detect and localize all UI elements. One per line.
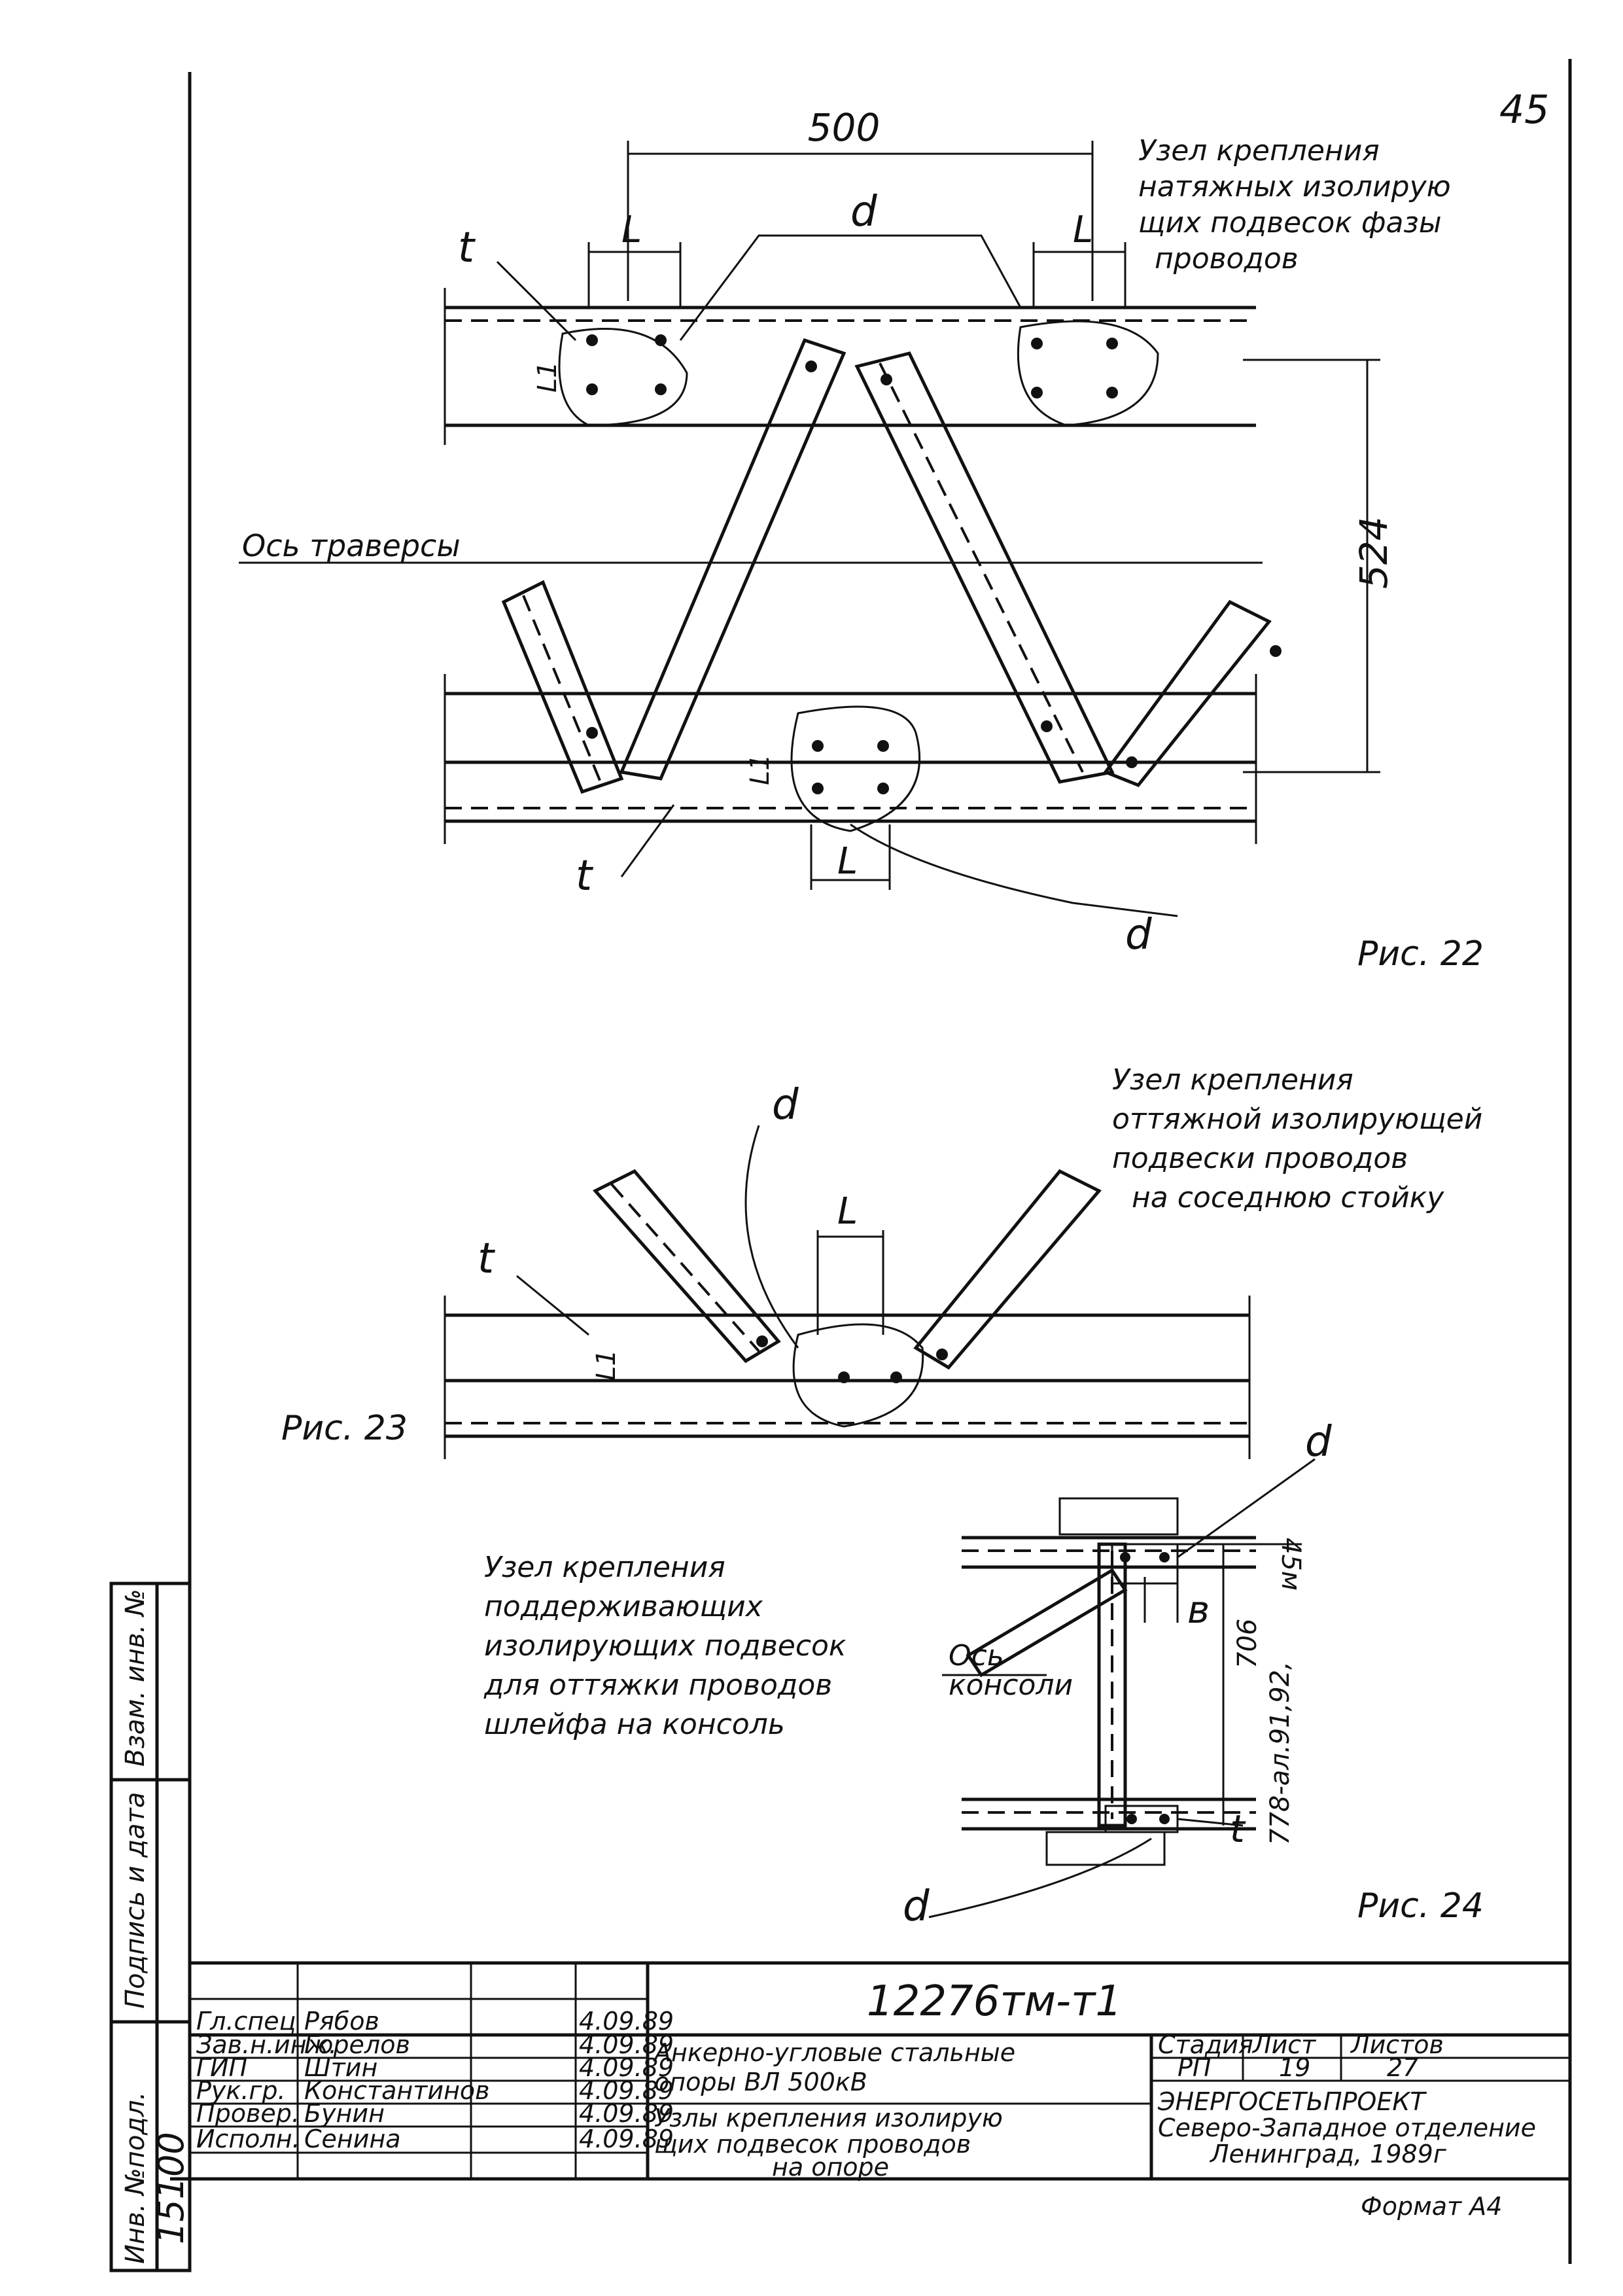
fig24-note-line-5: шлейфа на консоль (484, 1708, 785, 1741)
fig24-dim-706: 706 (1232, 1619, 1263, 1669)
row-date: 4.09.89 (579, 2030, 674, 2059)
fig24-label-t: t (1230, 1807, 1246, 1851)
row-name: Штин (304, 2053, 377, 2082)
row-date: 4.09.89 (579, 2007, 674, 2036)
fig22-label-L1-bottom: L1 (745, 754, 775, 785)
row-name: Сенина (304, 2125, 401, 2153)
hdr-sheet: Лист (1251, 2030, 1317, 2059)
fig24-note-line-2: поддерживающих (484, 1590, 763, 1623)
dim-500: 500 (808, 105, 881, 150)
project-title-line-1: Анкерно-угловые стальные (652, 2038, 1015, 2067)
stage-value: РП (1178, 2053, 1212, 2082)
fig23-label-L: L (837, 1190, 858, 1233)
dim-524: 524 (1352, 516, 1396, 589)
figure-24 (928, 1458, 1316, 1918)
fig24-note: Узел крепления поддерживающих изолирующи… (483, 1551, 846, 1741)
fig24-dim-45m: 45м (1276, 1538, 1306, 1591)
fig22-axis-label: Ось траверсы (242, 528, 461, 563)
sidebar-label-signature: Подпись и дата (120, 1792, 150, 2009)
doc-number: 12276тм-т1 (867, 1977, 1122, 2026)
page-number: 45 (1499, 87, 1549, 133)
figure-23 (444, 1125, 1251, 1459)
fig22-caption: Рис. 22 (1357, 934, 1484, 974)
fig24-note-line-1: Узел крепления (484, 1551, 725, 1584)
sheet-title-line-3: на опоре (772, 2153, 889, 2181)
fig22-note-line-2: натяжных изолирую (1138, 170, 1451, 203)
row-role: Гл.спец (196, 2007, 296, 2036)
fig24-axis-label: Ось консоли (949, 1639, 1073, 1702)
title-block (190, 1961, 1570, 2179)
fig23-label-t: t (478, 1235, 496, 1283)
fig23-label-d: d (772, 1081, 799, 1129)
row-role: Исполн. (196, 2125, 300, 2153)
row-role: Провер. (196, 2099, 300, 2128)
fig23-note-line-1: Узел крепления (1112, 1063, 1353, 1097)
sheets-value: 27 (1387, 2053, 1418, 2082)
fig24-note-line-4: для оттяжки проводов (483, 1669, 832, 1702)
fig24-label-d-top: d (1305, 1418, 1332, 1466)
figure-22 (239, 141, 1380, 917)
sheet-title-line-2: щих подвесок проводов (654, 2130, 971, 2159)
fig22-label-L-left: L (621, 209, 642, 251)
fig22-label-L1-top: L1 (532, 361, 563, 393)
fig22-note: Узел крепления натяжных изолирую щих под… (1138, 134, 1451, 275)
fig23-note-line-4: на соседнюю стойку (1132, 1181, 1444, 1214)
fig24-caption: Рис. 24 (1357, 1886, 1484, 1926)
fig22-label-d-top: d (850, 188, 877, 236)
sidebar-label-replace: Взам. инв. № (120, 1589, 150, 1767)
fig22-label-L-bottom: L (837, 840, 858, 883)
org-name: ЭНЕРГОСЕТЬПРОЕКТ (1157, 2087, 1427, 2116)
sheet-title-line-1: Узлы крепления изолирую (654, 2104, 1003, 2132)
sidebar-inv-number: 15100 (150, 2132, 192, 2244)
fig23-note-line-2: оттяжной изолирующей (1112, 1103, 1482, 1136)
row-name: Бунин (304, 2099, 385, 2128)
row-name: Горелов (304, 2030, 410, 2059)
fig24-note-line-3: изолирующих подвесок (484, 1629, 846, 1663)
fig22-label-d-bottom: d (1125, 911, 1152, 959)
row-date: 4.09.89 (579, 2053, 674, 2082)
hdr-sheets: Листов (1350, 2030, 1444, 2059)
fig23-note: Узел крепления оттяжной изолирующей подв… (1112, 1063, 1482, 1214)
fig22-note-line-4: проводов (1155, 242, 1299, 275)
hdr-stage: Стадия (1158, 2030, 1253, 2059)
row-role: ГИП (196, 2053, 247, 2082)
fig24-dim-778: 778-ал.91,92, (1265, 1661, 1295, 1845)
signature-rows: Гл.спец Рябов 4.09.89 Зав.н.инж. Горелов… (196, 2007, 674, 2153)
fig24-label-d-bottom: d (903, 1882, 930, 1931)
fig22-note-line-1: Узел крепления (1138, 134, 1380, 168)
fig22-label-t-top: t (458, 224, 476, 272)
project-title-line-2: опоры ВЛ 500кВ (654, 2068, 867, 2096)
org-branch: Северо-Западное отделение (1158, 2113, 1536, 2142)
fig23-label-L1: L1 (591, 1349, 621, 1381)
fig23-note-line-3: подвески проводов (1112, 1142, 1408, 1175)
fig23-caption: Рис. 23 (281, 1409, 408, 1448)
sidebar-label-inv: Инв. №подл. (120, 2092, 150, 2264)
fig22-label-t-bottom: t (576, 852, 594, 900)
row-name: Константинов (304, 2076, 490, 2105)
fig22-note-line-3: щих подвесок фазы (1138, 206, 1442, 239)
row-name: Рябов (304, 2007, 379, 2036)
fig24-axis-line-2: консоли (949, 1669, 1073, 1702)
row-date: 4.09.89 (579, 2125, 674, 2153)
fig24-axis-line-1: Ось (949, 1639, 1004, 1672)
fig24-label-b: в (1187, 1587, 1210, 1632)
fig22-label-L-right: L (1073, 209, 1093, 251)
row-date: 4.09.89 (579, 2099, 674, 2128)
row-role: Зав.н.инж. (196, 2030, 337, 2059)
format-label: Формат А4 (1361, 2192, 1502, 2221)
sheet-value: 19 (1279, 2053, 1310, 2082)
sidebar-stamp (109, 1581, 192, 2272)
row-date: 4.09.89 (579, 2076, 674, 2105)
row-role: Рук.гр. (196, 2076, 286, 2105)
org-city-year: Ленинград, 1989г (1209, 2140, 1447, 2168)
